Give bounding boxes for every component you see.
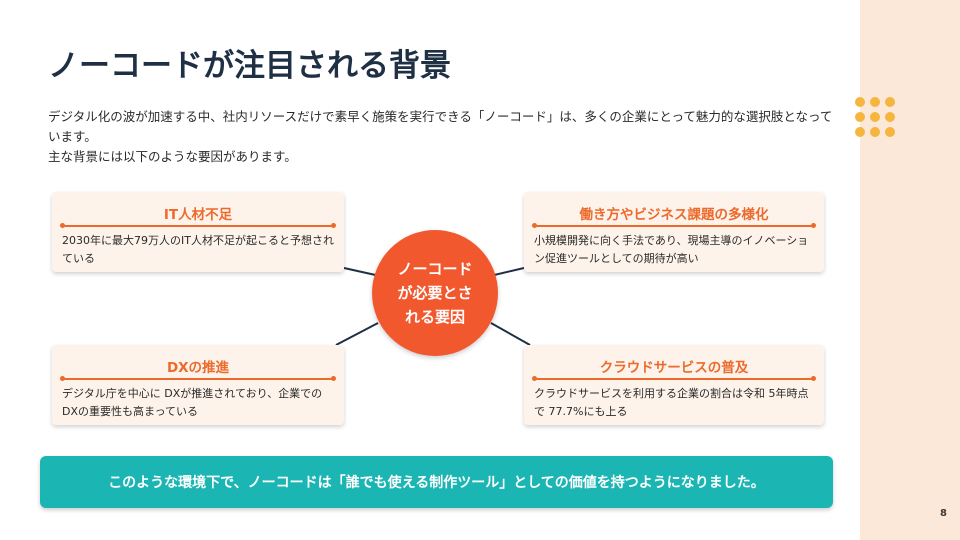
center-label-line-2: が必要とさ — [397, 284, 473, 302]
page-number: 8 — [940, 508, 947, 519]
card-divider — [532, 223, 816, 228]
card-work-diversification: 働き方やビジネス課題の多様化 小規模開発に向く手法であり、現場主導のイノベーショ… — [524, 192, 824, 272]
dot-grid-icon — [855, 97, 899, 137]
dot — [855, 127, 865, 137]
card-body: 2030年に最大79万人のIT人材不足が起こると予想されている — [62, 234, 334, 265]
intro-line-1: デジタル化の波が加速する中、社内リソースだけで素早く施策を実行できる「ノーコード… — [48, 109, 833, 144]
card-body: 小規模開発に向く手法であり、現場主導のイノベーション促進ツールとしての期待が高い — [534, 234, 809, 265]
dot — [885, 127, 895, 137]
card-title: IT人材不足 — [163, 207, 233, 223]
card-body: デジタル庁を中心に DXが推進されており、企業でのDXの重要性も高まっている — [62, 387, 323, 418]
dot — [870, 127, 880, 137]
connector-bottom-left — [335, 322, 379, 346]
intro-line-2: 主な背景には以下のような要因があります。 — [48, 149, 297, 164]
dot — [870, 112, 880, 122]
center-circle: ノーコード が必要とさ れる要因 — [372, 230, 498, 356]
card-divider — [532, 376, 816, 381]
dot — [885, 112, 895, 122]
card-divider — [60, 223, 336, 228]
card-title: 働き方やビジネス課題の多様化 — [579, 207, 769, 223]
card-title: クラウドサービスの普及 — [599, 360, 749, 376]
card-divider — [60, 376, 336, 381]
card-it-shortage: IT人材不足 2030年に最大79万人のIT人材不足が起こると予想されている — [52, 192, 344, 272]
card-dx-promotion: DXの推進 デジタル庁を中心に DXが推進されており、企業でのDXの重要性も高ま… — [52, 345, 344, 425]
center-label-line-3: れる要因 — [404, 308, 465, 326]
dot — [855, 97, 865, 107]
side-panel — [860, 0, 960, 540]
intro-text: デジタル化の波が加速する中、社内リソースだけで素早く施策を実行できる「ノーコード… — [48, 107, 838, 167]
dot — [870, 97, 880, 107]
conclusion-banner: このような環境下で、ノーコードは「誰でも使える制作ツール」としての価値を持つよう… — [40, 456, 833, 508]
page-title: ノーコードが注目される背景 — [48, 48, 451, 84]
card-body: クラウドサービスを利用する企業の割合は令和 5年時点で 77.7%にも上る — [534, 387, 809, 418]
connector-top-right — [489, 267, 525, 277]
center-label-line-1: ノーコード — [397, 260, 473, 278]
dot — [885, 97, 895, 107]
card-cloud-adoption: クラウドサービスの普及 クラウドサービスを利用する企業の割合は令和 5年時点で … — [524, 345, 824, 425]
dot — [855, 112, 865, 122]
card-title: DXの推進 — [166, 360, 230, 376]
connector-bottom-right — [490, 322, 531, 346]
